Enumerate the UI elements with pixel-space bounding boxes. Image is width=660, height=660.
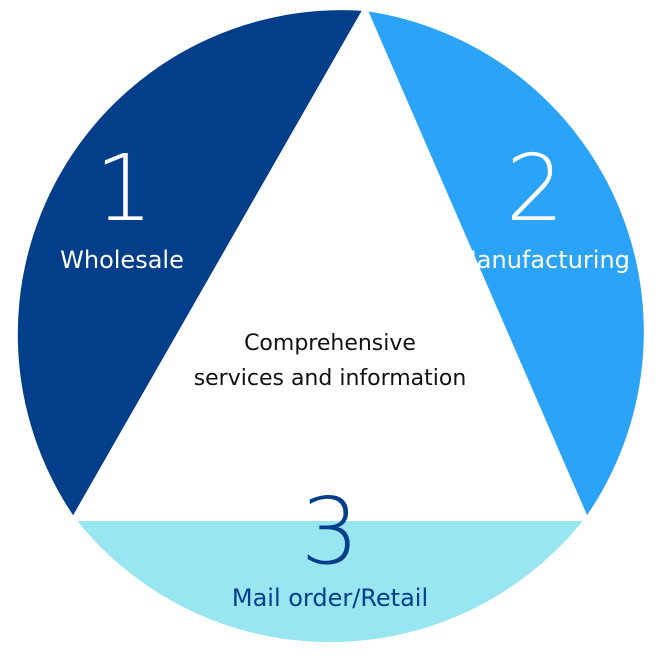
segment-manufacturing [365,11,644,518]
center-text-line-2: services and information [194,366,467,391]
center-text-line-1: Comprehensive [244,331,416,356]
segment-number-manufacturing: 2 [506,135,565,242]
divider-line [362,9,588,520]
segment-number-wholesale: 1 [95,135,154,242]
segment-label-mail-order-retail: Mail order/Retail [232,584,428,612]
segment-label-manufacturing: Manufacturing [456,246,630,274]
center-triangle [115,76,547,466]
segment-mail-order-retail [75,518,585,643]
segment-wholesale [17,10,366,519]
divider-line [72,9,368,520]
segment-label-wholesale: Wholesale [60,246,184,274]
segment-number-mail-order-retail: 3 [301,478,360,585]
